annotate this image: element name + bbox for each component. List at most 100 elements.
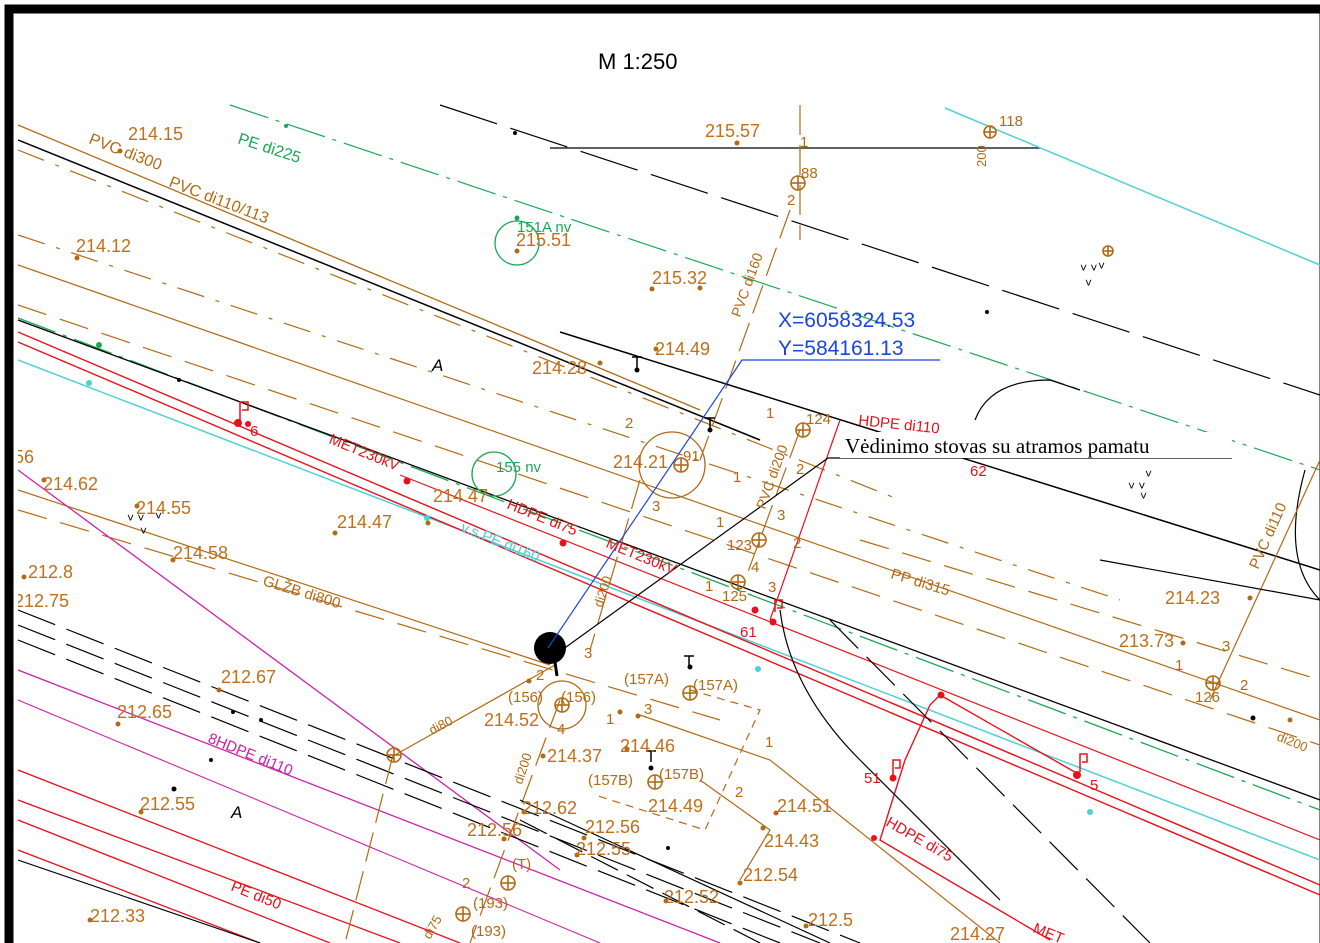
elev-215-32: 215.32 xyxy=(652,268,707,288)
hdpe75-line xyxy=(399,474,1320,841)
black-curve-right-2 xyxy=(1294,469,1320,601)
pipe-label-pp315: PP di315 xyxy=(889,566,952,600)
pipe-label-met230-b: MET230kV xyxy=(604,535,679,579)
red-flags xyxy=(239,401,1088,775)
elev-214-51: 214.51 xyxy=(777,796,832,816)
well-t xyxy=(500,875,516,891)
well-label-193-b: (193) xyxy=(471,923,506,940)
elev-214-43: 214.43 xyxy=(764,831,819,851)
area-mark-a-2: A xyxy=(230,803,242,822)
callout-label: Vėdinimo stovas su atramos pamatu xyxy=(845,434,1150,458)
di200-line-b xyxy=(589,479,641,651)
red-low-4 xyxy=(18,849,261,943)
well-193 xyxy=(455,906,471,922)
elev-214-49-b: 214.49 xyxy=(648,796,703,816)
zone-label-151a: 151A nv xyxy=(517,219,572,236)
well-124 xyxy=(795,422,811,438)
pipe-label-pvc110-113: PVC di110/113 xyxy=(167,174,271,228)
vent-stack-marker xyxy=(534,632,566,664)
elev-214-37: 214.37 xyxy=(547,746,602,766)
pipe-label-glzb800: GLŽB di800 xyxy=(261,573,343,613)
black-curve-right xyxy=(974,379,1081,421)
zone-156 xyxy=(537,680,587,730)
brown-vertical-393 xyxy=(344,754,394,943)
brown-line-2 xyxy=(18,149,901,501)
elev-214-62: 214.62 xyxy=(43,474,98,494)
tree-glyphs: ˅ ˅˅˅ ˅ ˅˅˅ ˅ ˅˅˅ xyxy=(127,259,1152,538)
elev-214-27: 214.27 xyxy=(950,924,1005,943)
zone-155 xyxy=(471,451,517,497)
pipe-label-pe50: PE di50 xyxy=(229,878,284,913)
svg-text:˅: ˅ xyxy=(140,524,147,538)
pipe-number: 1 xyxy=(606,711,614,728)
wells xyxy=(386,125,1221,922)
pipe-number: 4 xyxy=(751,559,759,576)
svg-text:˅ ˅: ˅ ˅ xyxy=(1080,261,1097,275)
pipe-number: 3 xyxy=(1222,638,1230,655)
elev-212-54: 212.54 xyxy=(743,865,798,885)
elev-212-67: 212.67 xyxy=(221,667,276,687)
green-points xyxy=(96,124,520,348)
elev-212-62: 212.62 xyxy=(522,798,577,818)
zone-91 xyxy=(638,431,706,499)
pipe-number: 2 xyxy=(625,415,633,432)
elevation-points xyxy=(21,140,1293,929)
black-dashed-low-1 xyxy=(18,609,861,943)
brown-path-214-43 xyxy=(699,779,771,881)
brown-line-5 xyxy=(18,304,1320,746)
elevation-labels: 214.15 215.57 214.12 215.51 215.32 214.2… xyxy=(14,121,1220,943)
pvc300-line xyxy=(18,124,701,411)
pvc200-line xyxy=(744,429,801,581)
svg-text:˅ ˅: ˅ ˅ xyxy=(1128,479,1145,493)
elev-214-15: 214.15 xyxy=(128,124,183,144)
well-label-157a-2: (157A) xyxy=(693,677,738,694)
well-label-123: 123 xyxy=(727,537,752,554)
pipe-number: 1 xyxy=(1175,657,1183,674)
glzb800-line xyxy=(18,509,721,721)
elev-214-46: 214.46 xyxy=(620,736,675,756)
pipe-label-hdpe75-a: HDPE di75 xyxy=(505,496,580,540)
well-label-118: 118 xyxy=(999,113,1023,130)
red-branch-51 xyxy=(879,694,1051,941)
pipe-label-di80: di80 xyxy=(426,713,455,738)
well-labels: 118 88 124 91 123 125 (156) (156) (157A)… xyxy=(471,113,1220,940)
pipe-labels: PVC di300 PVC di110/113 PE di225 PVC di1… xyxy=(87,131,1310,943)
well-right-top xyxy=(1102,245,1114,257)
elev-212-55: 212.55 xyxy=(140,794,195,814)
svg-text:˅: ˅ xyxy=(1085,276,1092,290)
elev-212-75: 212.75 xyxy=(14,591,69,611)
black-low-5 xyxy=(18,859,261,943)
red-branch-5 xyxy=(939,694,1081,776)
pipe-label-pvc200: PVC di200 xyxy=(753,442,791,511)
red-low-1 xyxy=(18,769,461,943)
well-label-62: 62 xyxy=(970,463,987,480)
elev-56: 56 xyxy=(14,447,34,467)
elev-212-55-b: 212.55 xyxy=(576,839,631,859)
black-dashed-bottom xyxy=(519,819,761,943)
magenta-line-1 xyxy=(18,469,561,871)
well-label-125: 125 xyxy=(722,588,747,605)
well-label-5: 5 xyxy=(1090,777,1098,794)
black-dashed-low-3 xyxy=(18,639,781,943)
well-157b xyxy=(647,774,663,790)
pe225-line xyxy=(229,104,1320,471)
pipe-number: 2 xyxy=(793,535,801,552)
pipe-label-di200-b: di200 xyxy=(511,751,535,786)
black-line-bottom xyxy=(519,799,831,943)
pipe-lines xyxy=(18,104,1320,943)
pipe-number: 3 xyxy=(644,701,652,718)
black-dashed-line-top xyxy=(439,104,1320,396)
brown-path-right-low xyxy=(639,714,1001,943)
well-125 xyxy=(730,574,746,590)
pipe-label-di75: di75 xyxy=(420,913,445,942)
black-curve-mid xyxy=(779,609,1001,901)
elev-214-28: 214.28 xyxy=(532,358,587,378)
map-frame xyxy=(4,4,1320,943)
elev-214-12: 214.12 xyxy=(76,236,131,256)
well-label-51: 51 xyxy=(864,770,881,787)
magenta-line-2 xyxy=(18,669,721,943)
svg-text:˅ ˅: ˅ ˅ xyxy=(127,511,144,525)
magenta-line-3 xyxy=(18,699,601,943)
well-label-157b-2: (157B) xyxy=(659,766,704,783)
